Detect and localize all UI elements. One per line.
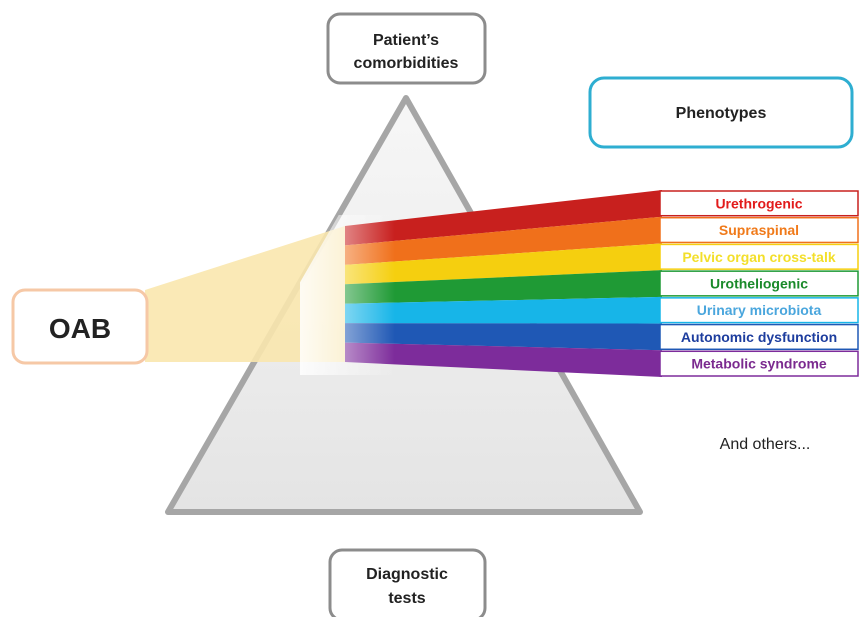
spectrum-band <box>345 296 662 324</box>
comorbidities-box <box>326 12 487 85</box>
oab-label: OAB <box>49 313 111 344</box>
phenotype-label: Urethrogenic <box>715 195 802 211</box>
spectrum-band <box>345 270 662 304</box>
phenotype-box <box>659 350 859 377</box>
phenotype-box <box>659 270 859 297</box>
oab-box <box>11 288 149 365</box>
phenotype-label: Urinary microbiota <box>697 302 822 318</box>
spectrum-band <box>345 342 662 377</box>
spectrum-band <box>345 190 662 246</box>
phenotype-box <box>659 323 859 351</box>
phenotypes-header: Phenotypes <box>676 105 767 122</box>
spectrum-band <box>345 323 662 351</box>
phenotype-label: Urotheliogenic <box>710 276 808 292</box>
comorbidities-line2: comorbidities <box>354 55 459 72</box>
phenotype-box <box>659 190 859 217</box>
phenotype-label: Pelvic organ cross-talk <box>682 249 836 265</box>
spectrum-band <box>345 243 662 285</box>
comorbidities-line1: Patient’s <box>373 32 439 49</box>
spectrum-band <box>345 216 662 265</box>
phenotype-label: Metabolic syndrome <box>691 356 827 372</box>
diagnostic-line2: tests <box>388 590 425 607</box>
phenotype-box <box>659 297 859 324</box>
spectrum-bands <box>345 190 662 377</box>
diagnostic-line1: Diagnostic <box>366 566 448 583</box>
phenotype-label: Supraspinal <box>719 222 799 238</box>
diagnostic-tests-box <box>328 548 487 617</box>
incoming-beam <box>145 226 345 362</box>
phenotypes-header-box <box>588 76 854 149</box>
phenotype-label: Autonomic dysfunction <box>681 329 837 345</box>
phenotype-box <box>659 216 859 244</box>
others-text: And others... <box>720 436 811 453</box>
phenotype-box <box>659 243 859 270</box>
